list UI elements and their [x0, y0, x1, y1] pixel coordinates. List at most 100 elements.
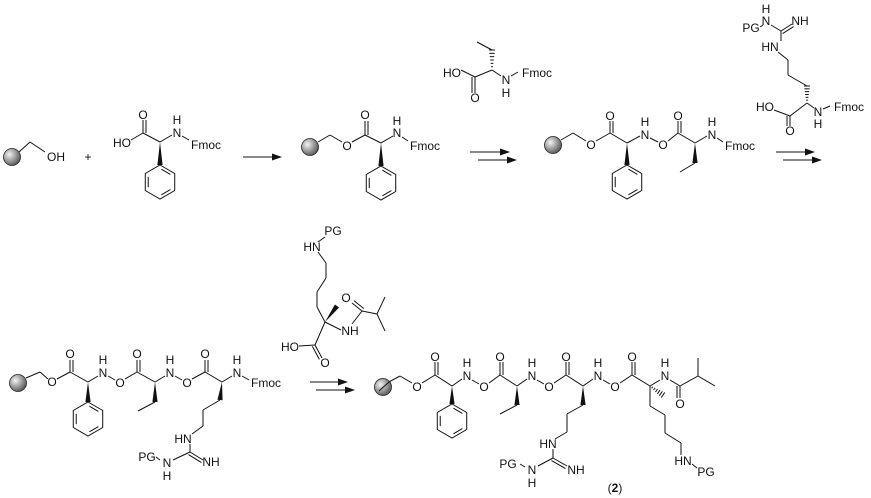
single-bond: [18, 141, 31, 153]
single-bond: [221, 375, 233, 383]
single-bond: [172, 451, 191, 461]
atom-label-o: O: [586, 138, 595, 152]
single-bond: [510, 71, 519, 77]
single-bond: [376, 313, 386, 332]
wedge-bond: [449, 386, 455, 404]
single-bond: [29, 141, 46, 153]
hashed-bond-line: [651, 386, 654, 389]
single-bond: [519, 463, 526, 468]
single-bond: [378, 381, 390, 392]
single-bond: [191, 371, 206, 380]
single-bond: [317, 134, 331, 143]
compound-number-label: (2): [608, 481, 623, 495]
single-bond: [25, 371, 41, 379]
atom-label-o: O: [320, 356, 329, 370]
single-bond: [174, 375, 183, 381]
single-bond: [609, 132, 628, 144]
single-bond: [399, 375, 413, 384]
double-bond-line: [188, 454, 202, 463]
phenyl-ring: [144, 164, 176, 200]
single-bond: [619, 374, 633, 384]
single-bond: [679, 375, 699, 387]
atom-label-o: O: [785, 124, 794, 138]
double-bond-line: [311, 346, 320, 360]
atom-label-hn: HN: [174, 432, 191, 446]
single-bond: [316, 306, 326, 323]
atom-label-pg: PG: [742, 21, 759, 35]
atom-label-o: O: [341, 291, 350, 305]
single-bond: [87, 375, 99, 383]
single-bond: [159, 134, 173, 143]
atom-label-fmoc: Fmoc: [522, 66, 552, 80]
atom-label-o: O: [200, 347, 209, 361]
atom-label-o: O: [342, 139, 351, 153]
atom-label-h: H: [641, 115, 650, 129]
atom-label-o: O: [412, 380, 421, 394]
single-bond: [773, 109, 791, 117]
single-bond: [822, 105, 831, 110]
paren-open: (: [608, 481, 612, 495]
atom-label-plus: +: [84, 150, 91, 164]
atom-label-h: H: [99, 353, 108, 367]
atom-label-nh: NH: [341, 324, 358, 338]
reaction-arrow-head-icon: [338, 378, 348, 386]
atom-label-h: H: [708, 115, 717, 129]
atom-label-nh: NH: [202, 455, 219, 469]
atom-label-o: O: [65, 347, 74, 361]
single-bond: [566, 404, 584, 415]
single-bond: [499, 404, 518, 415]
single-bond: [56, 371, 71, 380]
wedge-bond: [157, 142, 163, 165]
atom-label-fmoc: Fmoc: [410, 139, 440, 153]
aromatic-double-bond: [382, 190, 392, 197]
single-bond: [361, 310, 378, 315]
single-bond: [667, 132, 679, 142]
wedge-bond: [85, 382, 91, 402]
atom-label-n: N: [233, 366, 242, 380]
reaction-arrow-head-icon: [272, 153, 282, 161]
single-bond: [376, 296, 386, 315]
single-bond: [317, 236, 326, 243]
single-bond: [677, 132, 696, 144]
atom-label-o: O: [182, 376, 191, 390]
atom-label-hn: HN: [303, 240, 320, 254]
atom-label-o: O: [605, 109, 614, 123]
single-bond: [649, 405, 666, 416]
atom-label-n: N: [393, 126, 402, 140]
atom-label-h: H: [393, 114, 402, 128]
phenyl-ring: [611, 164, 643, 200]
compound-number: 2: [612, 481, 619, 495]
single-bond: [669, 379, 681, 387]
atom-label-fmoc: Fmoc: [725, 139, 755, 153]
atom-label-h: H: [163, 469, 172, 483]
single-bond: [130, 132, 144, 141]
single-bond: [694, 135, 708, 144]
wedge-bond: [378, 143, 384, 166]
single-bond: [595, 132, 611, 142]
single-bond: [626, 135, 641, 144]
atom-label-o: O: [132, 347, 141, 361]
atom-label-pg: PG: [697, 465, 714, 479]
single-bond: [451, 378, 463, 387]
single-bond: [155, 456, 161, 461]
single-bond: [421, 374, 436, 384]
single-bond: [789, 102, 808, 117]
single-bond: [351, 302, 363, 312]
atom-label-h: H: [233, 353, 242, 367]
bonds-layer: [3, 23, 831, 470]
atom-label-nh: NH: [567, 463, 584, 477]
atom-label-o: O: [430, 350, 439, 364]
aromatic-double-bond: [382, 169, 392, 176]
atom-label-n: N: [661, 369, 670, 383]
atom-label-n: N: [762, 14, 771, 28]
single-bond: [316, 277, 327, 293]
atom-label-h: H: [661, 356, 670, 370]
atom-label-h: H: [814, 117, 823, 131]
atom-label-o: O: [479, 380, 488, 394]
atom-label-n: N: [502, 73, 511, 87]
atom-label-ho: HO: [281, 340, 299, 354]
atom-label-n: N: [594, 369, 603, 383]
atom-label-ho: HO: [443, 66, 461, 80]
atom-label-o: O: [360, 108, 369, 122]
single-bond: [649, 379, 661, 387]
